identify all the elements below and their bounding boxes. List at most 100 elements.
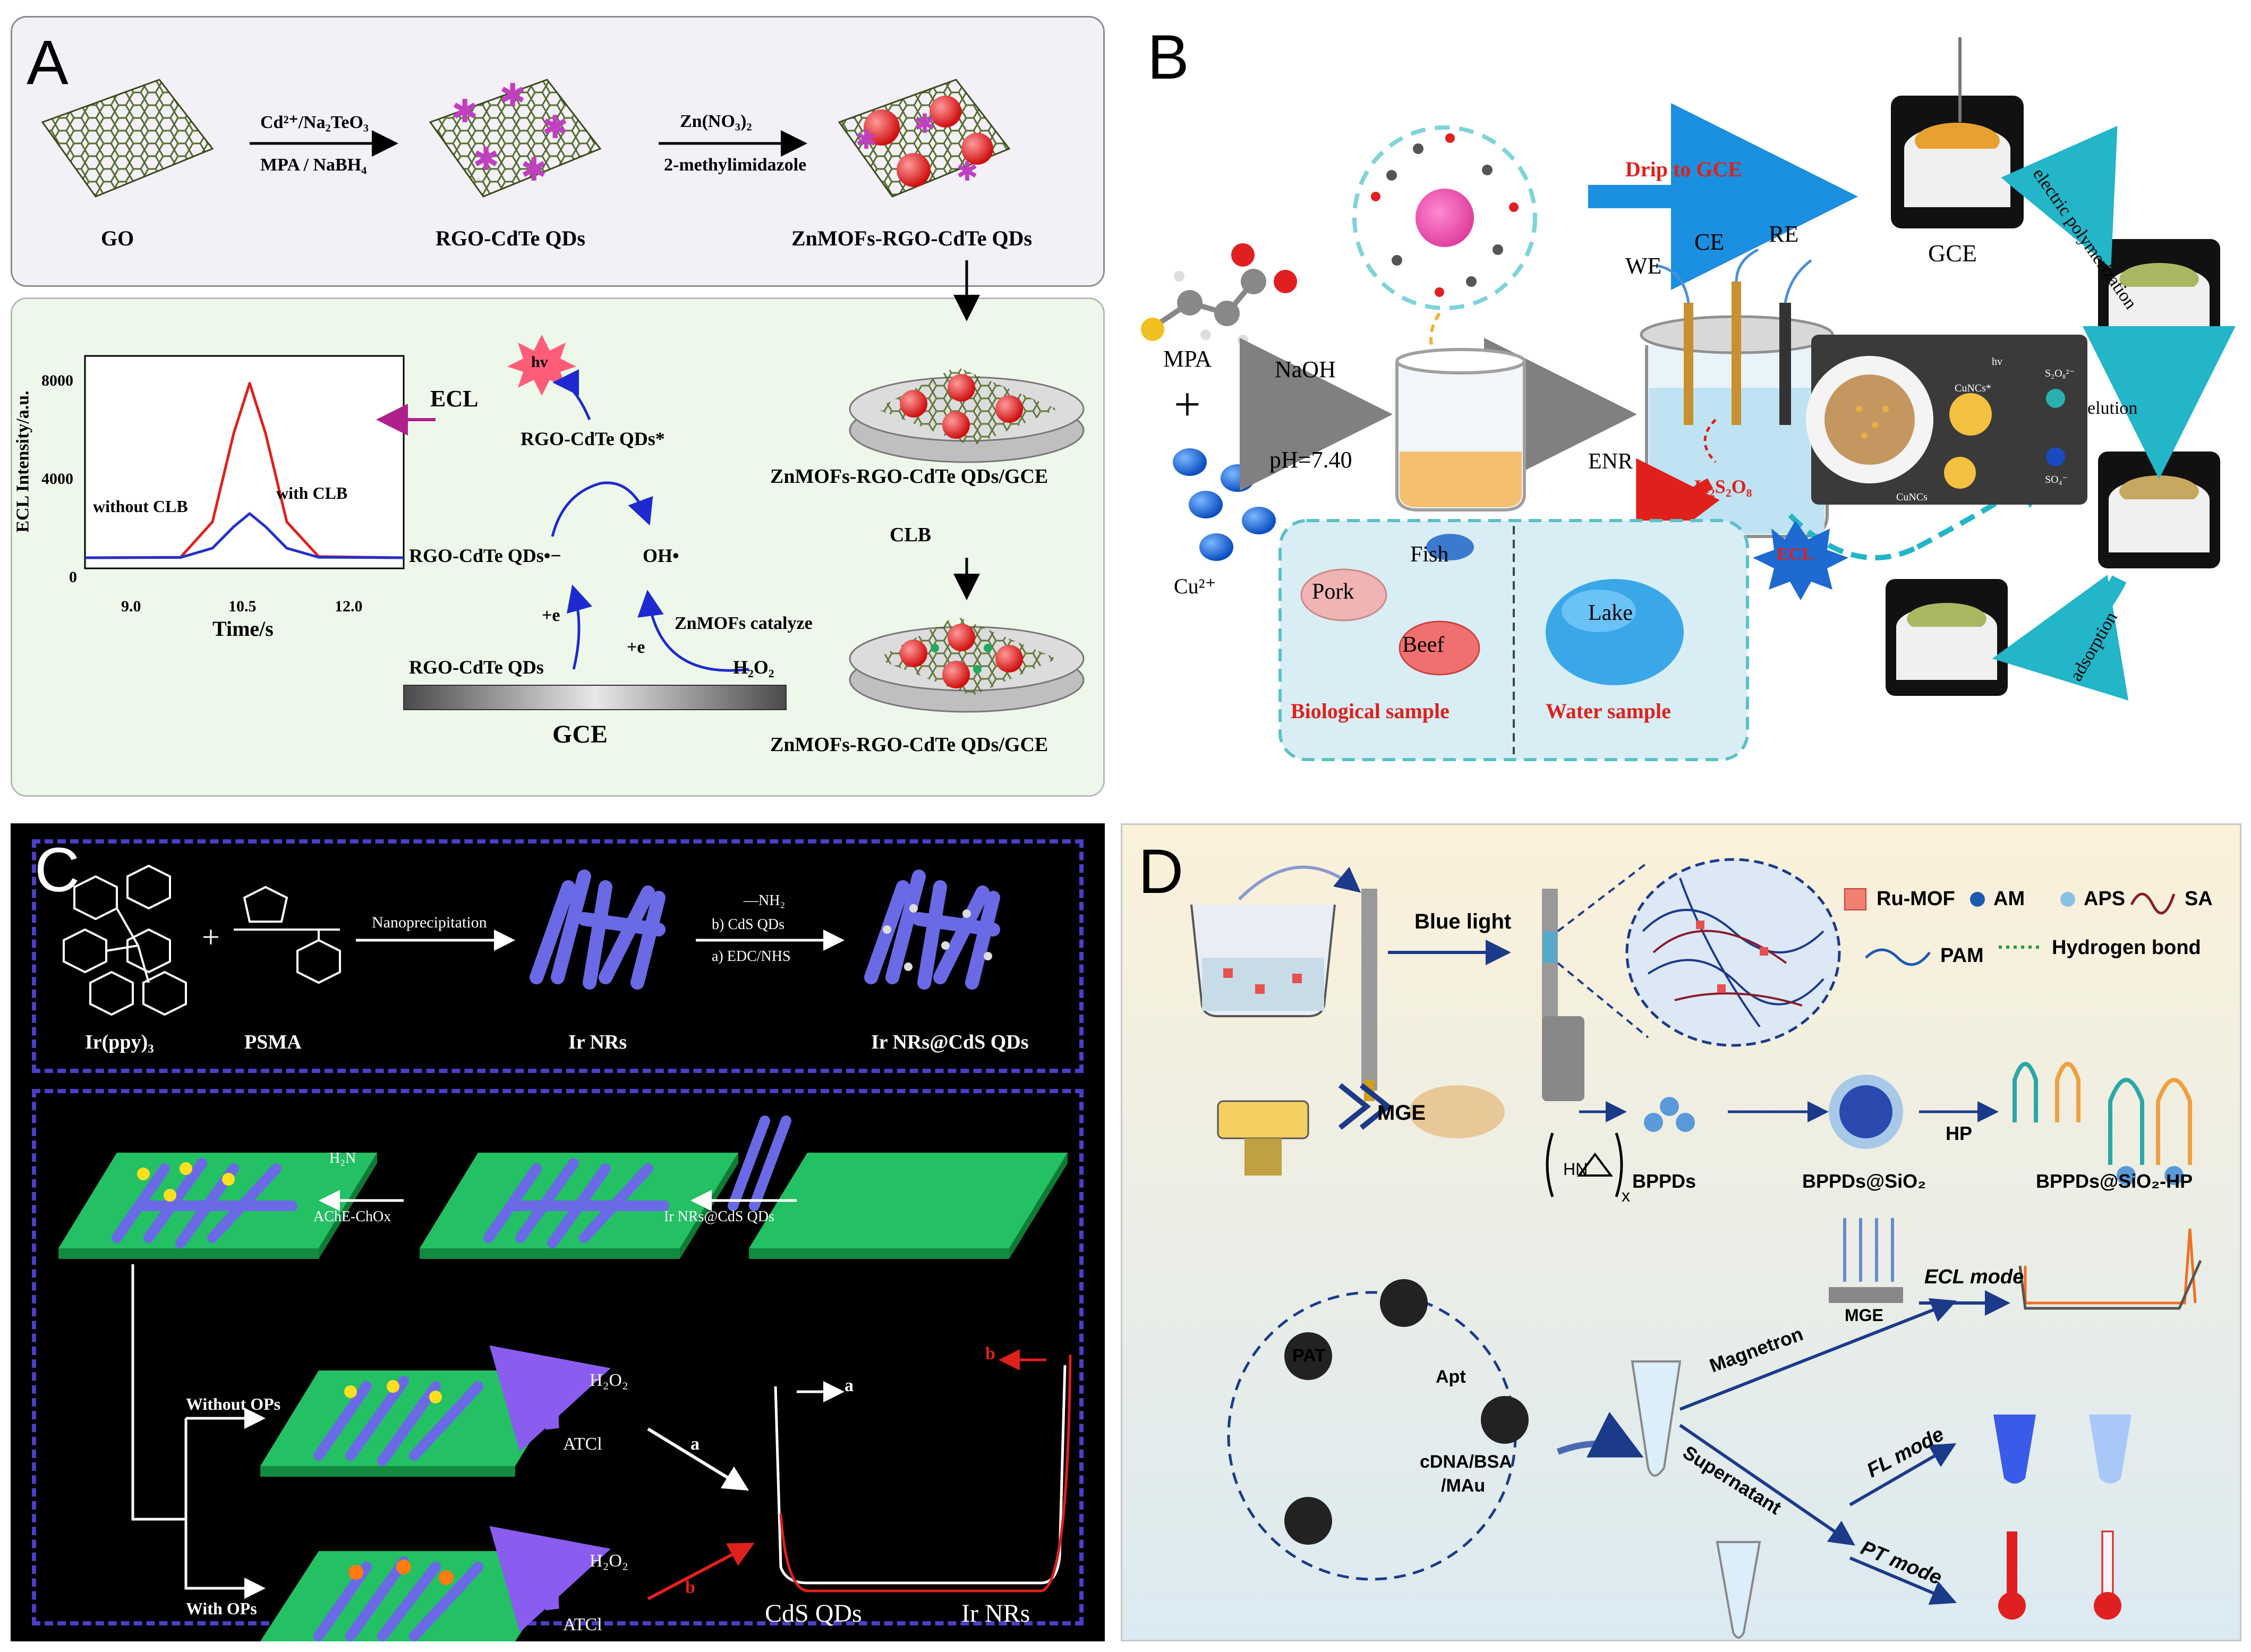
atcl-2: ATCl	[563, 1615, 602, 1634]
plus-sign: +	[1174, 378, 1201, 431]
bppds-hp-label: BPPDs@SiO₂-HP	[2036, 1170, 2193, 1192]
psma-label: PSMA	[244, 1031, 302, 1053]
legend-pam: PAM	[1940, 944, 1984, 967]
xtick-10-5: 10.5	[228, 598, 257, 615]
plus-e-2: +e	[627, 637, 645, 657]
legend-without-clb: without CLB	[93, 497, 188, 516]
k2s2o8-label: K₂S₂O₈	[1694, 476, 1752, 497]
znmof-label: ZnMOFs-RGO-CdTe QDs	[791, 226, 1033, 250]
chart-xlabel: Time/s	[212, 617, 274, 641]
panel-b-graphics	[1141, 37, 2236, 761]
legend-am: AM	[1993, 888, 2025, 910]
a-label-1: a	[690, 1434, 700, 1454]
svg-text:✱: ✱	[473, 142, 499, 177]
panel-c-label: C	[35, 835, 80, 905]
inset-so4-label: SO₄⁻	[2045, 474, 2068, 486]
step2-bottom-label: 2-methylimidazole	[664, 155, 807, 175]
ir-nrs-axis-label: Ir NRs	[961, 1599, 1030, 1628]
enr-label: ENR	[1588, 449, 1633, 474]
drip-label: Drip to GCE	[1625, 157, 1742, 181]
mge-array-label: MGE	[1845, 1306, 1883, 1325]
plate-blank	[749, 1153, 1068, 1248]
fish-label: Fish	[1410, 542, 1449, 567]
plus-e-1: +e	[542, 606, 560, 625]
clb-label: CLB	[890, 524, 932, 546]
electrode-2-label: ZnMOFs-RGO-CdTe QDs/GCE	[770, 734, 1048, 756]
rgo-excited-label: RGO-CdTe QDs*	[521, 428, 665, 449]
ytick-0: 0	[69, 568, 77, 586]
edc-step-label: a) EDC/NHS	[712, 948, 791, 965]
ce-label: CE	[1694, 229, 1725, 255]
h2o2-c-2: H₂O₂	[590, 1551, 628, 1571]
go-label: GO	[101, 226, 134, 250]
bppds-label: BPPDs	[1632, 1170, 1696, 1192]
legend-hydrogen-bond: Hydrogen bond	[2052, 936, 2201, 959]
oh-radical-label: OH•	[643, 545, 679, 566]
ecl-mode-label: ECL mode	[1924, 1266, 2024, 1288]
svg-text:✱: ✱	[521, 152, 547, 188]
znmof-catalyze-label: ZnMOFs catalyze	[675, 614, 813, 633]
xtick-12: 12.0	[335, 598, 363, 615]
znmof-sheet	[838, 79, 1011, 198]
panel-c-top-frame	[32, 839, 1084, 1073]
cds-qds-axis-label: CdS QDs	[765, 1599, 862, 1628]
electrode-1-label: ZnMOFs-RGO-CdTe QDs/GCE	[770, 465, 1048, 488]
bppds-sio2-label: BPPDs@SiO₂	[1802, 1170, 1926, 1192]
ir-cds-label: Ir NRs@CdS QDs	[871, 1031, 1029, 1053]
naoh-label: NaOH	[1275, 356, 1336, 382]
inset-s2o8-label: S₂O₈²⁻	[2045, 368, 2075, 379]
ecl-burst	[1753, 521, 1848, 600]
mpa-label: MPA	[1163, 346, 1212, 372]
rgo-ground-label: RGO-CdTe QDs	[409, 657, 544, 678]
ir-nrs-label: Ir NRs	[568, 1031, 627, 1053]
step1-top-label: Cd²⁺/Na₂TeO₃	[260, 113, 369, 132]
step1-bottom-label: MPA / NaBH₄	[260, 155, 367, 175]
b-label-1: b	[685, 1578, 695, 1597]
panel-c: C	[11, 823, 1105, 1641]
panel-b-label: B	[1147, 22, 1189, 92]
lake-label: Lake	[1588, 601, 1633, 625]
panel-d: D	[1121, 823, 2241, 1641]
chart-ylabel: ECL Intensity/a.u.	[13, 390, 33, 533]
h2o2-c-1: H₂O₂	[590, 1370, 628, 1390]
series-line-0	[84, 382, 404, 559]
we-label: WE	[1625, 253, 1662, 279]
beef-label: Beef	[1402, 633, 1445, 657]
panel-d-label: D	[1138, 837, 1184, 907]
mge-label: MGE	[1377, 1101, 1426, 1125]
svg-text:✱: ✱	[855, 125, 877, 155]
h2o2-label: H₂O₂	[733, 657, 774, 678]
panel-a-label: A	[27, 28, 69, 98]
rgo-anion-label: RGO-CdTe QDs•−	[409, 545, 561, 566]
without-ops-label: Without OPs	[186, 1394, 281, 1413]
rgo-cdte-label: RGO-CdTe QDs	[436, 226, 585, 250]
inset-hv-label: hv	[1992, 356, 2002, 368]
gce-label: GCE	[552, 720, 608, 748]
aziridine-x: x	[1622, 1186, 1630, 1205]
aziridine-hn: HN	[1563, 1160, 1588, 1179]
water-sample-label: Water sample	[1546, 699, 1671, 723]
pat-label: PAT	[1292, 1346, 1326, 1366]
xtick-9: 9.0	[121, 598, 141, 615]
mau-label: /MAu	[1441, 1476, 1486, 1496]
svg-text:✱: ✱	[499, 78, 526, 113]
svg-text:✱: ✱	[914, 109, 936, 139]
elution-label: elution	[2087, 398, 2138, 418]
hv-label: hv	[531, 353, 548, 371]
nh2-label: —NH₂	[744, 892, 786, 909]
with-ops-label: With OPs	[186, 1599, 257, 1618]
panel-c-graphics	[58, 864, 1072, 1641]
panel-a: A ✱✱✱ ✱✱ ✱✱✱	[11, 16, 1105, 797]
ytick-4000: 4000	[41, 470, 73, 488]
series-line-1	[84, 512, 404, 559]
pork-label: Pork	[1312, 580, 1354, 604]
plus-c: +	[202, 919, 220, 955]
h2n-label: H₂N	[329, 1150, 356, 1166]
cdna-bsa-label: cDNA/BSA	[1420, 1452, 1512, 1472]
ph-label: pH=7.40	[1269, 447, 1352, 473]
irppy-label: Ir(ppy)₃	[85, 1031, 154, 1053]
blue-light-label: Blue light	[1414, 910, 1512, 933]
go-sheet	[41, 79, 214, 198]
cu-label: Cu²⁺	[1174, 574, 1216, 598]
a-label-2: a	[845, 1376, 854, 1395]
